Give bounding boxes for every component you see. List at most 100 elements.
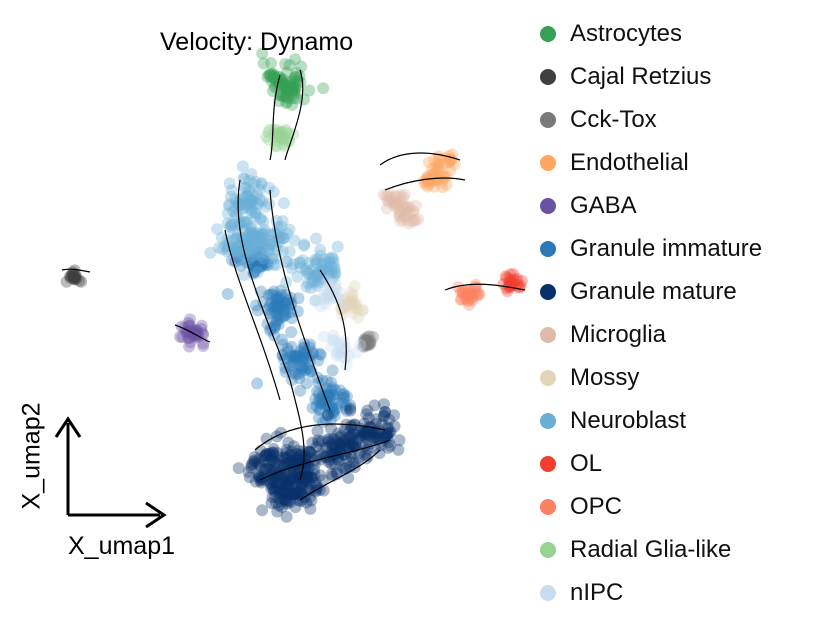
data-point bbox=[266, 446, 279, 459]
data-point bbox=[360, 408, 373, 421]
data-point bbox=[360, 339, 373, 352]
data-point bbox=[303, 460, 316, 473]
data-point bbox=[334, 445, 347, 458]
data-point bbox=[280, 457, 293, 470]
data-point bbox=[242, 183, 255, 196]
data-point bbox=[265, 235, 278, 248]
data-point bbox=[345, 439, 358, 452]
data-point bbox=[306, 271, 319, 284]
data-point bbox=[356, 426, 369, 439]
data-point bbox=[347, 456, 360, 469]
data-point bbox=[290, 349, 303, 362]
data-point bbox=[295, 471, 308, 484]
data-point bbox=[254, 212, 267, 225]
data-point bbox=[316, 258, 329, 271]
data-point bbox=[357, 339, 370, 352]
streamline bbox=[299, 449, 381, 501]
data-point bbox=[229, 208, 242, 221]
data-point bbox=[325, 422, 338, 435]
data-point bbox=[280, 125, 293, 138]
data-point bbox=[183, 313, 196, 326]
data-point bbox=[394, 215, 407, 228]
data-point bbox=[257, 252, 270, 265]
data-point bbox=[384, 425, 397, 438]
data-point bbox=[323, 435, 336, 448]
data-point bbox=[325, 400, 338, 413]
data-point bbox=[285, 340, 298, 353]
data-point bbox=[351, 303, 364, 316]
data-point bbox=[249, 264, 262, 277]
data-point bbox=[324, 260, 337, 273]
data-point bbox=[332, 454, 345, 467]
data-point bbox=[323, 389, 336, 402]
data-point bbox=[262, 243, 275, 256]
x-axis-label: X_umap1 bbox=[68, 532, 176, 560]
data-point bbox=[299, 452, 312, 465]
data-point bbox=[277, 472, 290, 485]
data-point bbox=[248, 228, 261, 241]
data-point bbox=[407, 215, 420, 228]
data-point bbox=[232, 249, 245, 262]
data-point bbox=[327, 329, 340, 342]
data-point bbox=[457, 286, 470, 299]
data-point bbox=[264, 455, 277, 468]
data-point bbox=[334, 336, 347, 349]
data-point bbox=[296, 469, 309, 482]
data-point bbox=[271, 299, 284, 312]
data-point bbox=[393, 210, 406, 223]
data-point bbox=[314, 243, 327, 256]
data-point bbox=[315, 395, 328, 408]
data-point bbox=[312, 266, 325, 279]
data-point bbox=[238, 172, 251, 185]
data-point bbox=[406, 214, 419, 227]
data-point bbox=[244, 251, 257, 264]
data-point bbox=[309, 476, 322, 489]
data-point bbox=[326, 432, 339, 445]
data-point bbox=[401, 201, 414, 214]
data-point bbox=[242, 465, 255, 478]
data-point bbox=[314, 447, 327, 460]
data-point bbox=[265, 307, 278, 320]
data-point bbox=[281, 95, 294, 108]
data-point bbox=[237, 215, 250, 228]
data-point bbox=[505, 276, 518, 289]
data-point bbox=[328, 458, 341, 471]
data-point bbox=[254, 213, 267, 226]
data-point bbox=[322, 455, 335, 468]
data-point bbox=[325, 407, 338, 420]
data-point bbox=[262, 289, 275, 302]
data-point bbox=[244, 196, 257, 209]
legend-marker bbox=[540, 154, 556, 171]
data-point bbox=[459, 284, 472, 297]
data-point bbox=[290, 351, 303, 364]
data-point bbox=[239, 215, 252, 228]
data-point bbox=[456, 285, 469, 298]
data-point bbox=[69, 270, 82, 283]
data-point bbox=[422, 156, 435, 169]
data-point bbox=[272, 126, 285, 139]
data-point bbox=[233, 216, 246, 229]
data-point bbox=[232, 240, 245, 253]
data-point bbox=[227, 205, 240, 218]
data-point bbox=[295, 360, 308, 373]
data-point bbox=[238, 223, 251, 236]
data-point bbox=[283, 449, 296, 462]
data-point bbox=[235, 253, 248, 266]
data-point bbox=[259, 473, 272, 486]
data-point bbox=[278, 458, 291, 471]
data-point bbox=[273, 95, 286, 108]
data-point bbox=[274, 292, 287, 305]
data-point bbox=[245, 242, 258, 255]
data-point bbox=[318, 283, 331, 296]
data-point bbox=[500, 282, 513, 295]
data-point bbox=[252, 239, 265, 252]
data-point bbox=[288, 350, 301, 363]
data-point bbox=[221, 245, 234, 258]
data-point bbox=[352, 451, 365, 464]
data-point bbox=[268, 319, 281, 332]
data-point bbox=[259, 449, 272, 462]
data-point bbox=[345, 430, 358, 443]
data-point bbox=[293, 471, 306, 484]
data-point bbox=[276, 338, 289, 351]
data-point bbox=[277, 90, 290, 103]
